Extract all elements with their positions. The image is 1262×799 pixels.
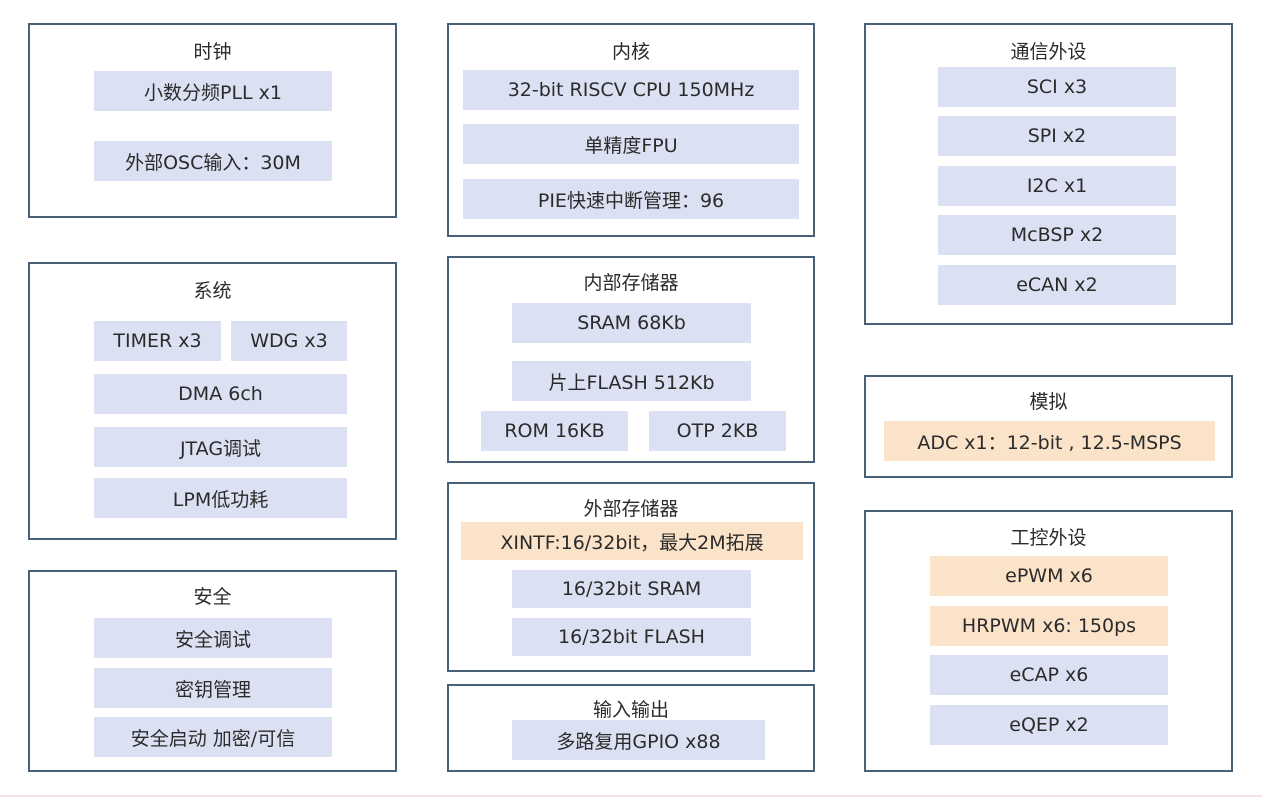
control-item-epwm: ePWM x6 [930,556,1168,596]
analog-title: 模拟 [1029,391,1068,413]
external-memory-title: 外部存储器 [583,498,679,520]
comm-item-sci: SCI x3 [938,67,1176,107]
internal-memory-title: 内部存储器 [583,272,679,294]
security-title: 安全 [193,586,232,608]
comm-item-spi: SPI x2 [938,116,1176,156]
io-box: 输入输出 多路复用GPIO x88 [447,684,815,772]
comm-item-ecan: eCAN x2 [938,265,1176,305]
comm-title: 通信外设 [1010,41,1087,63]
internal-memory-box: 内部存储器 SRAM 68Kb 片上FLASH 512Kb ROM 16KB O… [447,256,815,463]
internal-memory-item-sram: SRAM 68Kb [512,303,751,343]
control-item-eqep: eQEP x2 [930,705,1168,745]
io-item-gpio: 多路复用GPIO x88 [512,720,765,760]
core-item-fpu: 单精度FPU [463,124,799,164]
clock-title: 时钟 [193,41,232,63]
comm-item-i2c: I2C x1 [938,166,1176,206]
system-item-timer: TIMER x3 [94,321,221,361]
control-title: 工控外设 [1010,527,1087,549]
control-box: 工控外设 ePWM x6 HRPWM x6: 150ps eCAP x6 eQE… [864,510,1233,772]
security-item-boot: 安全启动 加密/可信 [94,717,332,757]
internal-memory-item-flash: 片上FLASH 512Kb [512,361,751,401]
comm-box: 通信外设 SCI x3 SPI x2 I2C x1 McBSP x2 eCAN … [864,23,1233,325]
external-memory-item-xintf: XINTF:16/32bit，最大2M拓展 [461,522,803,560]
core-item-pie: PIE快速中断管理：96 [463,179,799,219]
internal-memory-item-rom: ROM 16KB [481,411,628,451]
core-box: 内核 32-bit RISCV CPU 150MHz 单精度FPU PIE快速中… [447,23,815,237]
system-title: 系统 [193,280,232,302]
security-item-key: 密钥管理 [94,668,332,708]
comm-item-mcbsp: McBSP x2 [938,215,1176,255]
external-memory-item-sram: 16/32bit SRAM [512,570,751,608]
security-box: 安全 安全调试 密钥管理 安全启动 加密/可信 [28,570,397,772]
clock-item-osc: 外部OSC输入：30M [94,141,332,181]
control-item-ecap: eCAP x6 [930,655,1168,695]
system-box: 系统 TIMER x3 WDG x3 DMA 6ch JTAG调试 LPM低功耗 [28,262,397,540]
analog-box: 模拟 ADC x1：12-bit , 12.5-MSPS [864,375,1233,478]
system-item-dma: DMA 6ch [94,374,347,414]
core-item-cpu: 32-bit RISCV CPU 150MHz [463,70,799,110]
external-memory-box: 外部存储器 XINTF:16/32bit，最大2M拓展 16/32bit SRA… [447,482,815,672]
system-item-lpm: LPM低功耗 [94,478,347,518]
bottom-divider [0,795,1262,797]
core-title: 内核 [611,41,650,63]
clock-item-pll: 小数分频PLL x1 [94,71,332,111]
system-item-jtag: JTAG调试 [94,427,347,467]
external-memory-item-flash: 16/32bit FLASH [512,618,751,656]
analog-item-adc: ADC x1：12-bit , 12.5-MSPS [884,421,1215,461]
system-item-wdg: WDG x3 [231,321,347,361]
internal-memory-item-otp: OTP 2KB [649,411,786,451]
io-title: 输入输出 [592,699,669,721]
security-item-debug: 安全调试 [94,618,332,658]
clock-box: 时钟 小数分频PLL x1 外部OSC输入：30M [28,23,397,218]
control-item-hrpwm: HRPWM x6: 150ps [930,606,1168,646]
